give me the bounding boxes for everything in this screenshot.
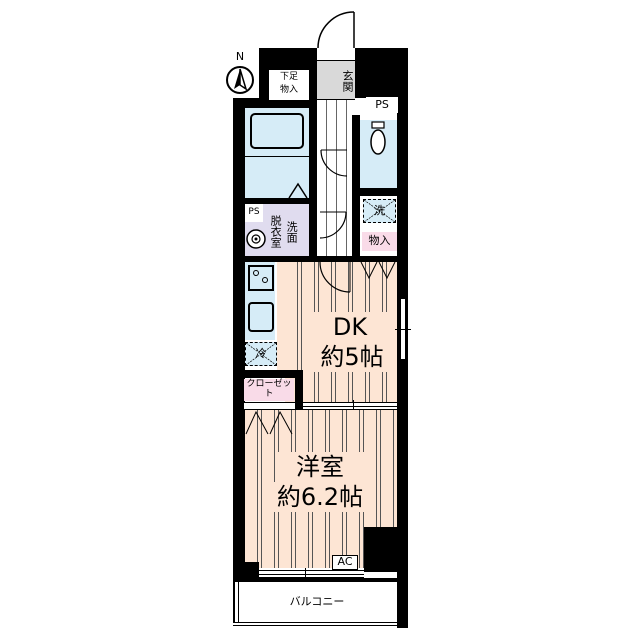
hallway [317,100,352,260]
closet-door-icon [245,410,293,435]
wall-hall-right [352,115,360,260]
ac-label: AC [332,555,358,570]
stove-icon [248,265,274,291]
column-bottom-right [364,527,398,572]
toilet-room [360,120,397,188]
balcony-label: バルコニー [289,594,345,608]
wall-closet-top [233,370,303,378]
dk-room: DK 約5帖 [285,262,397,402]
washer-space: 洗 [363,199,396,223]
column-bottom-left [233,562,259,580]
washer-x-icon [363,199,396,223]
compass-north-label: N [235,49,245,63]
window-balcony [259,568,364,582]
wall-mid [245,256,398,262]
washroom-label-1: 脱衣室 [269,214,283,248]
dk-door-icon [319,261,351,293]
wall-bath-bottom [245,198,309,204]
window-dk [395,298,411,360]
wall-left [233,98,245,581]
fridge-label: 冷 [255,346,267,360]
balcony: バルコニー [233,582,397,622]
balcony-rail [233,622,398,626]
dk-label-2: 約5帖 [307,342,397,372]
wall-toilet-bottom [360,188,397,196]
closet-door-track [244,402,295,410]
wall-closet-right [295,370,303,414]
washroom-label-2: 洗面 [285,221,299,243]
western-label-1: 洋室 [275,452,365,482]
storage-door-icon [360,261,396,280]
wall-right [397,98,408,628]
bath-drain-icon [288,182,308,199]
washroom-door-icon [319,211,347,239]
toilet-icon [370,121,386,155]
sink-icon [248,302,274,332]
ps-top-label: PS [366,97,398,113]
bathroom [245,108,309,199]
compass: N [224,50,256,98]
closet-label: クローゼット [244,379,294,401]
storage-label: 物入 [362,232,397,251]
entrance-door-icon [317,11,355,49]
western-label-2: 約6.2帖 [265,482,375,512]
shoe-storage: 下足 物入 [269,70,309,100]
dk-label-1: DK [310,312,390,342]
entrance-area: 玄関 [317,60,355,100]
bathtub [250,113,304,149]
kitchen-counter [245,262,277,340]
entrance-label: 玄関 [341,70,354,92]
washroom: PS 洗面 脱衣室 [245,204,309,256]
sliding-door-dk [303,400,397,412]
ps-left-label: PS [245,204,263,222]
shoe-storage-line1: 下足 [279,72,298,83]
wall-left-upper [233,98,311,108]
washbasin-icon [246,229,266,249]
washer-label: 洗 [374,203,385,217]
wall-bottom [233,578,398,582]
wall-top-right [355,48,408,98]
fridge-space: 冷 [245,342,277,366]
north-arrow-icon [226,66,254,94]
toilet-door-icon [320,149,348,177]
shoe-storage-line2: 物入 [279,85,298,96]
wall-hall-left [309,104,317,260]
fridge-x-icon [245,342,277,366]
